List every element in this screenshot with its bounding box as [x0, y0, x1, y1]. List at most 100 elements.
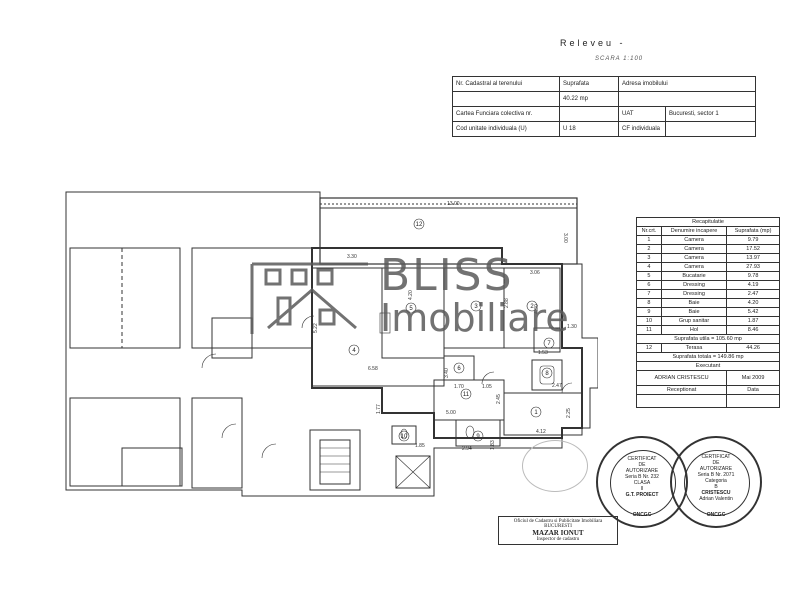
- ocpi-line1: Oficiul de Cadastru si Publicitate Imobi…: [513, 519, 603, 524]
- dim-330: 3.30: [347, 254, 357, 260]
- svg-text:3: 3: [474, 304, 478, 310]
- svg-text:11: 11: [463, 392, 470, 398]
- svg-text:6: 6: [457, 366, 461, 372]
- dim-225: 2.25: [566, 408, 572, 418]
- dim-130: 1.30: [567, 324, 577, 330]
- document-title: Releveu -: [560, 38, 626, 48]
- recap-col-nr: Nr.crt.: [636, 226, 662, 236]
- executant-label: Executant: [636, 361, 780, 371]
- room-label-12: 12: [413, 218, 425, 230]
- svg-text:10: 10: [401, 434, 408, 440]
- dim-288: 2.88: [504, 298, 510, 308]
- dim-480: 4.80: [534, 304, 540, 314]
- cod-unitate-label: Cod unitate individuala (U): [452, 121, 560, 137]
- room-label-3: 3: [470, 300, 482, 312]
- ocpi-line2: BUCURESTI: [544, 524, 572, 529]
- dim-306: 3.06: [530, 270, 540, 276]
- ocpi-line4: Inspector de cadastru: [536, 537, 580, 542]
- cod-unitate-value: U 18: [559, 121, 619, 137]
- carte-funciara-label: Cartea Funciara colectiva nr.: [452, 106, 560, 122]
- receptionat-label: Receptionat: [635, 385, 728, 395]
- stamp-right-line: CRISTESCU: [701, 490, 731, 496]
- svg-text:12: 12: [416, 222, 423, 228]
- suprafata-totala: Suprafata totala = 149.86 mp: [636, 352, 780, 362]
- svg-text:5: 5: [409, 306, 413, 312]
- ocpi-stamp: Oficiul de Cadastru si Publicitate Imobi…: [498, 516, 618, 545]
- cf-label: CF individuala: [618, 121, 666, 137]
- recap-title: Recapitulatie: [636, 217, 780, 227]
- stamp-left-line: CERTIFICAT: [627, 456, 657, 462]
- suprafata-utila: Suprafata utila = 105.60 mp: [636, 334, 780, 344]
- stamp-left-line: DE: [638, 462, 646, 468]
- cadastral-info-table: Nr. Cadastral al terenului Suprafata Adr…: [452, 76, 756, 137]
- dim-245: 2.45: [496, 394, 502, 404]
- dim-153: 1.53: [538, 350, 548, 356]
- suprafata-value: 40.22 mp: [559, 91, 619, 107]
- outer-wall: [65, 191, 598, 497]
- stamp-right-line: B: [714, 484, 718, 490]
- faint-stamp: [522, 440, 588, 492]
- recap-col-suprafata: Suprafata (mp): [726, 226, 780, 236]
- logo-text-line2: Imobiliare: [380, 296, 569, 340]
- dim-412: 4.12: [536, 429, 546, 435]
- dim-183: 1.83: [490, 440, 496, 450]
- room-label-1: 1: [530, 406, 542, 418]
- stamp-left-bottom: ONCGC: [632, 512, 652, 518]
- stamp-right-line: Categoria: [705, 478, 727, 484]
- room-label-5: 5: [405, 302, 417, 314]
- stamp-right-line: Seria B Nr. 2071: [697, 472, 735, 478]
- dim-658: 6.58: [368, 366, 378, 372]
- stamp-right-line: AUTORIZARE: [699, 466, 733, 472]
- room-label-9: 9: [472, 430, 484, 442]
- dim-420: 4.20: [408, 290, 414, 300]
- recap-table: Recapitulatie Nr.crt. Denumire incapere …: [635, 217, 780, 408]
- room-label-7: 7: [543, 337, 555, 349]
- dim-105: 1.05: [482, 384, 492, 390]
- nr-cadastral-label: Nr. Cadastral al terenului: [452, 76, 560, 92]
- suprafata-label: Suprafata: [559, 76, 619, 92]
- uat-value: Bucuresti, sector 1: [665, 106, 756, 122]
- certification-stamp-right: CERTIFICAT DE AUTORIZARE Seria B Nr. 207…: [670, 436, 762, 528]
- stamp-left-line: G.T. PROIECT: [625, 492, 659, 498]
- stamp-right-line: DE: [712, 460, 720, 466]
- svg-text:9: 9: [476, 434, 480, 440]
- svg-text:2: 2: [530, 304, 534, 310]
- svg-text:1: 1: [534, 410, 538, 416]
- ocpi-line3: MAZAR IONUT: [532, 529, 584, 537]
- recap-col-denumire: Denumire incapere: [660, 226, 728, 236]
- dim-340: 3.40: [444, 368, 450, 378]
- dim-185: 1.85: [415, 443, 425, 449]
- room-label-10: 10: [398, 430, 410, 442]
- stamp-left-line: II: [640, 486, 644, 492]
- dim-500: 5.00: [446, 410, 456, 416]
- room-label-11: 11: [460, 388, 472, 400]
- room-label-4: 4: [348, 344, 360, 356]
- bliss-logo-mark: [250, 262, 368, 334]
- executant-name: ADRIAN CRISTESCU: [635, 370, 728, 386]
- svg-text:7: 7: [547, 341, 551, 347]
- dim-294: 2.94: [462, 446, 472, 452]
- stamp-right-line: Adrian Valentin: [699, 496, 733, 502]
- dim-247: 2.47: [552, 383, 562, 389]
- room-label-6: 6: [453, 362, 465, 374]
- stamp-right-bottom: ONCGC: [706, 512, 726, 518]
- adresa-label: Adresa imobilului: [618, 76, 756, 92]
- dim-300: 3.00: [562, 233, 568, 243]
- room-label-8: 8: [541, 367, 553, 379]
- stamp-left-line: Seria B Nr. 232: [625, 474, 659, 480]
- floor-plan: 13.00 3.30 3.00 3.06 5.22 4.20 6.58 1.53…: [65, 191, 598, 497]
- stamp-left-line: AUTORIZARE: [625, 468, 659, 474]
- dim-13: 13.00: [447, 201, 460, 207]
- room-label-2: 2: [526, 300, 538, 312]
- uat-label: UAT: [618, 106, 666, 122]
